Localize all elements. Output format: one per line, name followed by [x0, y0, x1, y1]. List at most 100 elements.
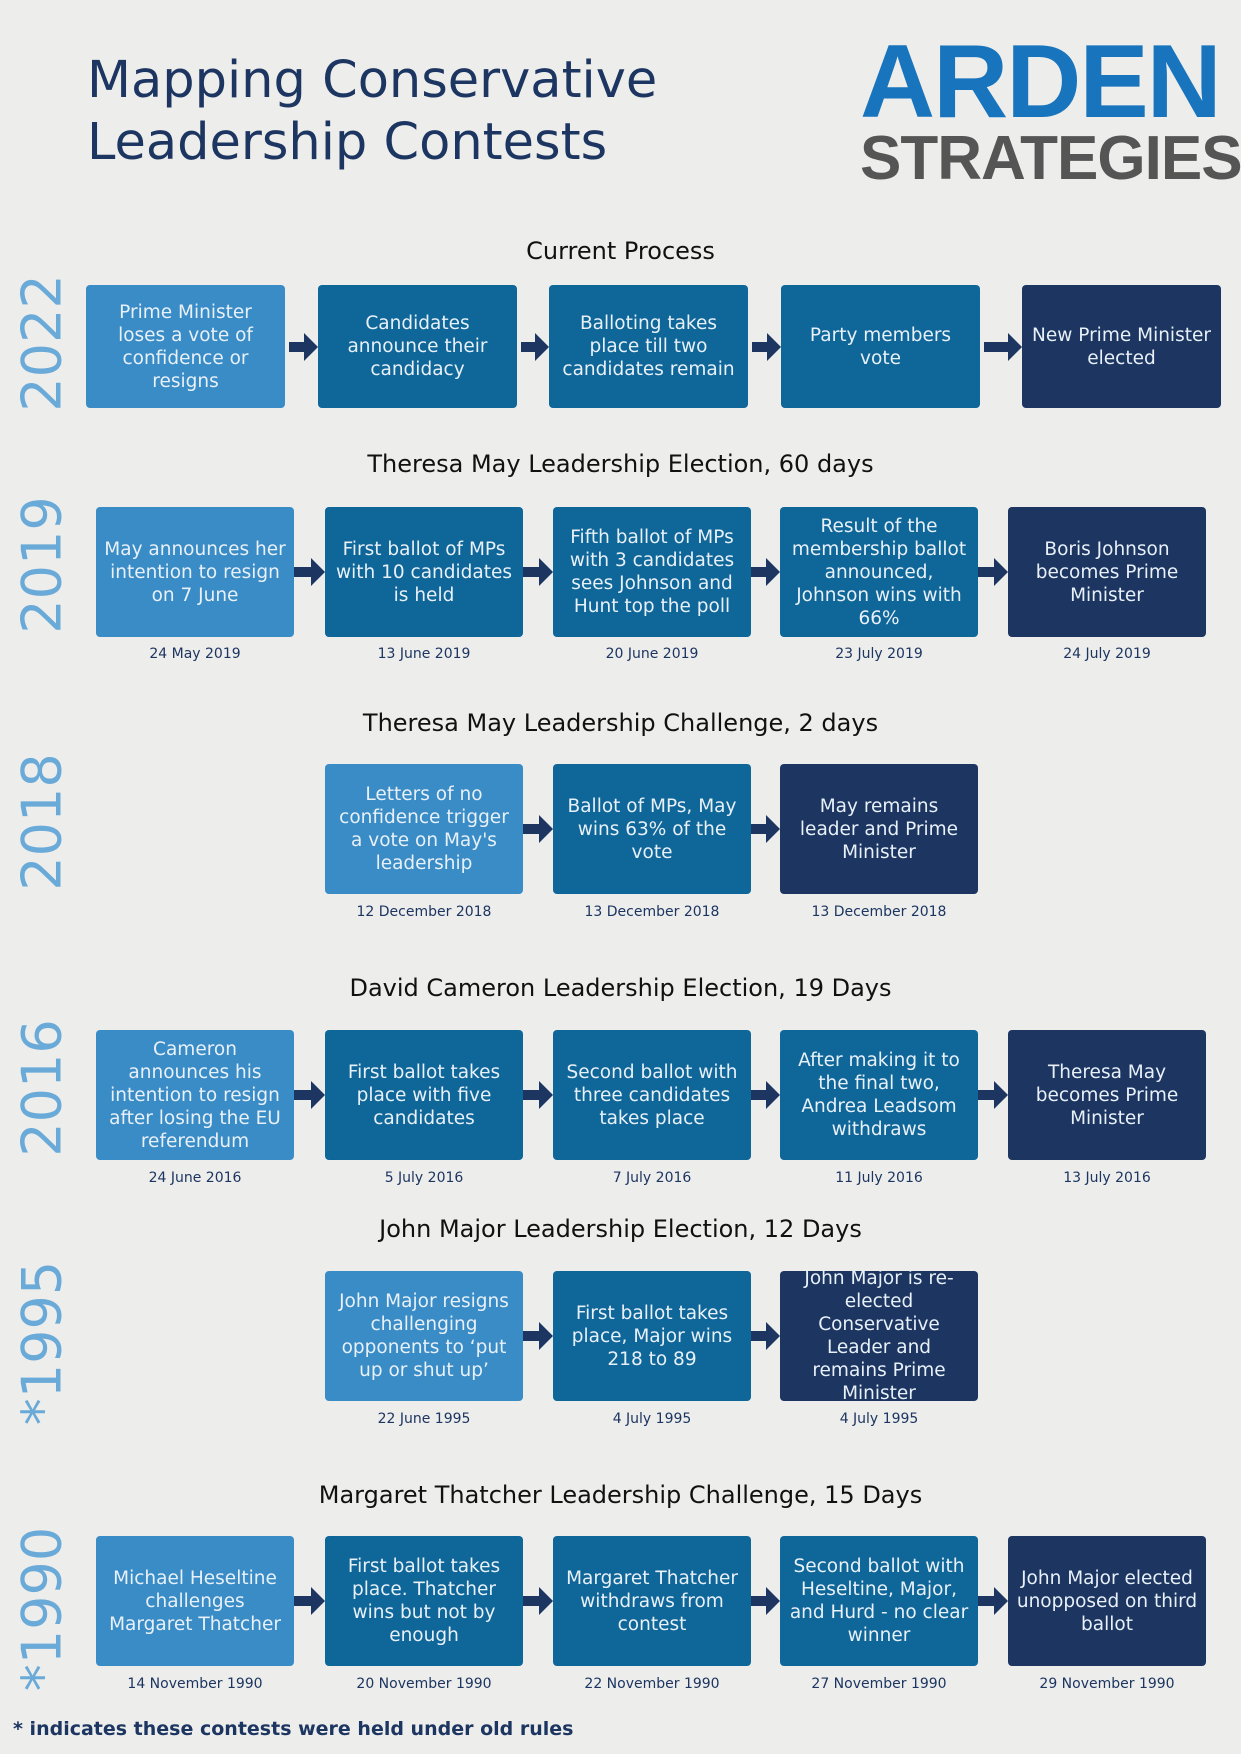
step-text: John Major is re-elected Conservative Le…: [804, 1268, 954, 1404]
arden-strategies-logo: ARDEN STRATEGIES: [860, 24, 1241, 193]
step-box: Fifth ballot of MPs with 3 candidates se…: [553, 507, 751, 637]
step-box: Balloting takes place till two candidate…: [549, 285, 748, 408]
arrow-right-icon: [751, 813, 780, 845]
step-text: Letters of no confidence trigger a vote …: [339, 784, 509, 874]
arrow-right-icon: [748, 331, 781, 363]
step-box: Theresa May becomes Prime Minister: [1008, 1030, 1206, 1160]
step-text: First ballot takes place with five candi…: [347, 1061, 501, 1129]
year-label: 2016: [10, 1019, 74, 1157]
arrow-right-icon: [978, 1585, 1008, 1617]
step-box: After making it to the final two, Andrea…: [780, 1030, 978, 1160]
step-date: 4 July 1995: [839, 1411, 919, 1427]
arrow-right-icon: [751, 1585, 780, 1617]
arrow-right-icon: [294, 1079, 325, 1111]
step-text: Balloting takes place till two candidate…: [562, 313, 735, 380]
year-label: *1990: [10, 1526, 74, 1692]
year-label: 2019: [10, 496, 74, 634]
logo-line-1: ARDEN: [860, 24, 1222, 140]
arrow-right-icon: [751, 1320, 780, 1352]
arrow-right-icon: [517, 331, 549, 363]
step-text: Fifth ballot of MPs with 3 candidates se…: [569, 527, 735, 617]
step-text: Boris Johnson becomes Prime Minister: [1035, 538, 1179, 606]
step-box: Party members vote: [781, 285, 980, 408]
step-date: 13 June 2019: [377, 646, 471, 662]
step-text: Result of the membership ballot announce…: [791, 515, 967, 629]
step-box: Result of the membership ballot announce…: [780, 507, 978, 637]
arrow-right-icon: [294, 1585, 325, 1617]
step-date: 27 November 1990: [811, 1676, 947, 1692]
step-date: 13 December 2018: [811, 904, 947, 920]
step-date: 13 December 2018: [584, 904, 720, 920]
step-text: John Major elected unopposed on third ba…: [1016, 1567, 1198, 1635]
section-heading: Theresa May Leadership Challenge, 2 days: [362, 709, 879, 737]
step-text: Prime Minister loses a vote of confidenc…: [118, 301, 253, 392]
arrow-right-icon: [751, 556, 780, 588]
step-text: First ballot takes place, Major wins 218…: [571, 1302, 733, 1370]
step-text: After making it to the final two, Andrea…: [798, 1050, 960, 1140]
arrow-right-icon: [751, 1079, 780, 1111]
arrow-right-icon: [523, 813, 553, 845]
arrow-right-icon: [980, 331, 1022, 363]
step-box: John Major is re-elected Conservative Le…: [780, 1268, 978, 1404]
step-date: 7 July 2016: [612, 1170, 692, 1186]
footnote: * indicates these contests were held und…: [13, 1718, 574, 1740]
step-box: Prime Minister loses a vote of confidenc…: [86, 285, 285, 408]
year-label: *1995: [10, 1260, 74, 1426]
step-date: 24 July 2019: [1063, 646, 1151, 662]
step-box: Candidates announce their candidacy: [318, 285, 517, 408]
step-box: Michael Heseltine challenges Margaret Th…: [96, 1536, 294, 1666]
step-date: 11 July 2016: [835, 1170, 923, 1186]
step-text: Second ballot with three candidates take…: [566, 1061, 738, 1129]
step-box: Letters of no confidence trigger a vote …: [325, 764, 523, 894]
step-box: May remains leader and Prime Minister: [780, 764, 978, 894]
arrow-right-icon: [294, 556, 325, 588]
step-box: First ballot takes place with five candi…: [325, 1030, 523, 1160]
step-box: John Major elected unopposed on third ba…: [1008, 1536, 1206, 1666]
step-text: First ballot of MPs with 10 candidates i…: [335, 538, 513, 606]
step-text: Ballot of MPs, May wins 63% of the vote: [567, 795, 737, 863]
arrow-right-icon: [978, 556, 1008, 588]
step-text: Cameron announces his intention to resig…: [109, 1038, 281, 1152]
section-heading: Margaret Thatcher Leadership Challenge, …: [318, 1481, 923, 1509]
step-box: First ballot takes place. Thatcher wins …: [325, 1536, 523, 1666]
section-heading: Current Process: [526, 237, 715, 265]
logo-line-2: STRATEGIES: [860, 124, 1241, 193]
section-heading: Theresa May Leadership Election, 60 days: [367, 450, 874, 478]
step-text: First ballot takes place. Thatcher wins …: [347, 1556, 501, 1646]
step-box: John Major resigns challenging opponents…: [325, 1271, 523, 1401]
title-line-2: Leadership Contests: [87, 113, 608, 172]
step-date: 20 June 2019: [605, 646, 699, 662]
step-box: First ballot takes place, Major wins 218…: [553, 1271, 751, 1401]
arrow-right-icon: [285, 331, 318, 363]
step-box: Second ballot with three candidates take…: [553, 1030, 751, 1160]
year-label: 2018: [10, 753, 74, 891]
step-date: 13 July 2016: [1063, 1170, 1151, 1186]
step-box: Second ballot with Heseltine, Major, and…: [780, 1536, 978, 1666]
step-date: 29 November 1990: [1039, 1676, 1175, 1692]
step-date: 14 November 1990: [127, 1676, 263, 1692]
step-text: New Prime Minister elected: [1032, 324, 1211, 369]
step-date: 22 June 1995: [377, 1411, 471, 1427]
page-title: Mapping Conservative Leadership Contests: [87, 50, 657, 174]
step-box: Margaret Thatcher withdraws from contest: [553, 1536, 751, 1666]
step-date: 23 July 2019: [835, 646, 923, 662]
step-text: Party members vote: [809, 324, 952, 369]
step-text: Margaret Thatcher withdraws from contest: [566, 1567, 738, 1635]
step-text: Theresa May becomes Prime Minister: [1035, 1061, 1179, 1129]
arrow-right-icon: [523, 1079, 553, 1111]
step-box: Cameron announces his intention to resig…: [96, 1030, 294, 1160]
step-text: John Major resigns challenging opponents…: [339, 1291, 509, 1381]
step-box: Ballot of MPs, May wins 63% of the vote: [553, 764, 751, 894]
step-text: May announces her intention to resign on…: [104, 538, 286, 606]
step-box: New Prime Minister elected: [1022, 285, 1221, 408]
section-heading: David Cameron Leadership Election, 19 Da…: [349, 974, 892, 1002]
arrow-right-icon: [523, 1320, 553, 1352]
step-box: First ballot of MPs with 10 candidates i…: [325, 507, 523, 637]
section-heading: John Major Leadership Election, 12 Days: [379, 1215, 862, 1243]
step-box: Boris Johnson becomes Prime Minister: [1008, 507, 1206, 637]
step-box: May announces her intention to resign on…: [96, 507, 294, 637]
step-date: 24 June 2016: [148, 1170, 242, 1186]
step-date: 5 July 2016: [384, 1170, 464, 1186]
step-text: Candidates announce their candidacy: [347, 313, 488, 380]
step-date: 20 November 1990: [356, 1676, 492, 1692]
